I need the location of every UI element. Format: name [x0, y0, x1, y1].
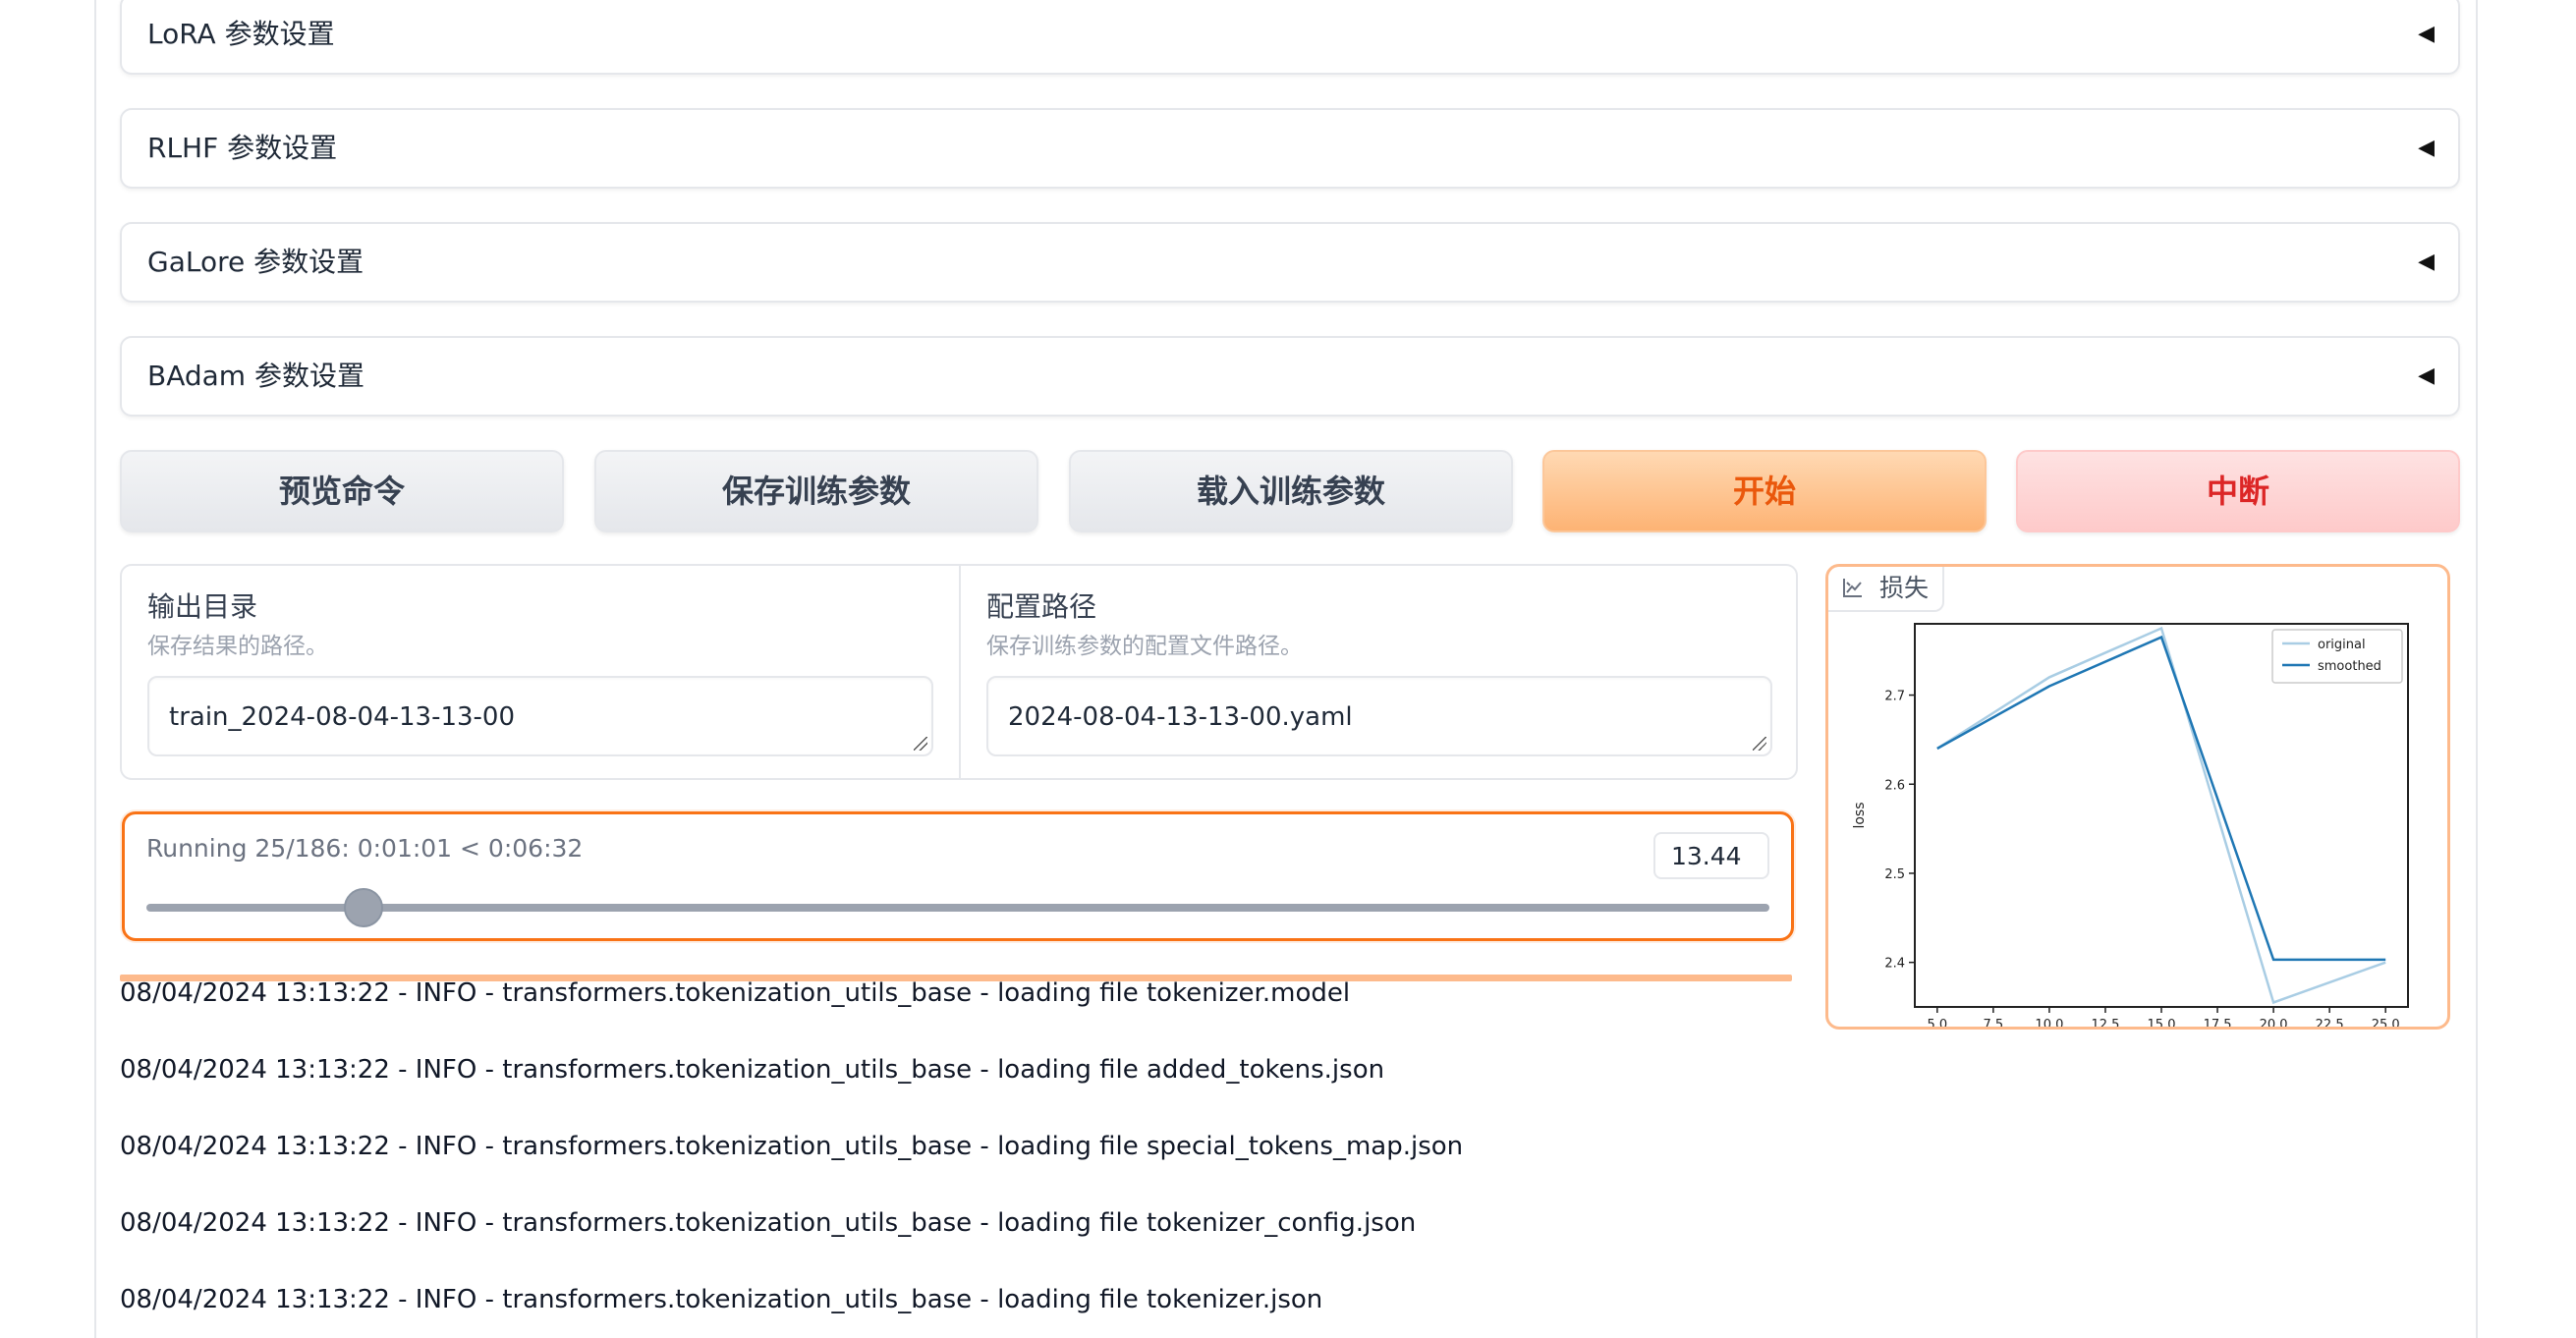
x-tick-label: 15.0: [2148, 1018, 2176, 1027]
legend-label-original: original: [2318, 638, 2366, 652]
resize-grip-icon[interactable]: [1753, 737, 1766, 751]
progress-slider-box: Running 25/186: 0:01:01 < 0:06:32 13.44: [122, 811, 1794, 941]
log-line: 08/04/2024 13:13:22 - INFO - transformer…: [120, 1208, 1417, 1238]
config-path-input[interactable]: 2024-08-04-13-13-00.yaml: [986, 676, 1772, 756]
collapse-arrow-icon: ◀: [2418, 22, 2435, 46]
output-dir-info: 保存结果的路径。: [147, 634, 328, 659]
progress-slider-thumb[interactable]: [344, 888, 384, 927]
log-line: 08/04/2024 13:13:22 - INFO - transformer…: [120, 1055, 1385, 1085]
plot-axes-frame: [1914, 623, 2409, 1008]
save-args-button[interactable]: 保存训练参数: [594, 450, 1038, 532]
accordion-lora-label: LoRA 参数设置: [147, 18, 335, 50]
log-line: 08/04/2024 13:13:22 - INFO - transformer…: [120, 1132, 1464, 1161]
stop-button[interactable]: 中断: [2016, 450, 2460, 532]
plot-tab-label: 损失: [1879, 574, 1930, 602]
collapse-arrow-icon: ◀: [2418, 136, 2435, 160]
output-dir-input[interactable]: train_2024-08-04-13-13-00: [147, 676, 933, 756]
output-dir-value: train_2024-08-04-13-13-00: [169, 702, 516, 732]
x-tick-label: 20.0: [2260, 1018, 2288, 1027]
accordion-badam[interactable]: BAdam 参数设置 ◀: [120, 336, 2460, 417]
preview-command-button[interactable]: 预览命令: [120, 450, 564, 532]
x-tick-label: 7.5: [1984, 1018, 2004, 1027]
accordion-rlhf-label: RLHF 参数设置: [147, 132, 338, 164]
paths-panel: 输出目录 保存结果的路径。 train_2024-08-04-13-13-00 …: [120, 564, 1798, 780]
progress-label: Running 25/186: 0:01:01 < 0:06:32: [146, 834, 584, 863]
accordion-badam-label: BAdam 参数设置: [147, 360, 364, 392]
legend-label-smoothed: smoothed: [2318, 659, 2381, 674]
accordion-rlhf[interactable]: RLHF 参数设置 ◀: [120, 108, 2460, 189]
panel-divider: [959, 566, 961, 778]
x-tick-label: 10.0: [2035, 1018, 2063, 1027]
resize-grip-icon[interactable]: [914, 737, 927, 751]
accordion-galore-label: GaLore 参数设置: [147, 246, 364, 278]
log-line: 08/04/2024 13:13:22 - INFO - transformer…: [120, 1285, 1323, 1314]
left-frame-border: [94, 0, 96, 1338]
x-tick-label: 22.5: [2316, 1018, 2344, 1027]
config-path-field: 配置路径 保存训练参数的配置文件路径。 2024-08-04-13-13-00.…: [961, 566, 1798, 778]
collapse-arrow-icon: ◀: [2418, 363, 2435, 388]
output-dir-field: 输出目录 保存结果的路径。 train_2024-08-04-13-13-00: [122, 566, 959, 778]
loss-chart: 5.0 7.5 10.0 12.5 15.0 17.5 20.0 22.5 25.0 2.4 2.5…: [1852, 623, 2409, 1027]
log-progress-bar: [120, 975, 1792, 981]
x-tick-label: 12.5: [2091, 1018, 2119, 1027]
loss-plot-box: 5.0 7.5 10.0 12.5 15.0 17.5 20.0 22.5 25.0 2.4 2.5…: [1825, 564, 2450, 1030]
y-tick-label: 2.4: [1884, 957, 1905, 972]
start-button[interactable]: 开始: [1542, 450, 1987, 532]
chart-icon: [1843, 579, 1862, 597]
load-args-button[interactable]: 载入训练参数: [1069, 450, 1513, 532]
x-tick-label: 5.0: [1927, 1018, 1947, 1027]
config-path-label: 配置路径: [986, 590, 1097, 623]
right-frame-border: [2476, 0, 2478, 1338]
accordion-lora[interactable]: LoRA 参数设置 ◀: [120, 0, 2460, 75]
y-tick-label: 2.5: [1884, 867, 1905, 882]
y-tick-label: 2.6: [1884, 778, 1905, 793]
series-line-smoothed: [1936, 635, 2386, 962]
output-dir-label: 输出目录: [147, 590, 258, 623]
x-tick-label: 25.0: [2372, 1018, 2400, 1027]
series-line-original: [1936, 626, 2386, 1005]
y-axis-label: loss: [1852, 802, 1868, 828]
config-path-value: 2024-08-04-13-13-00.yaml: [1008, 702, 1353, 732]
accordion-galore[interactable]: GaLore 参数设置 ◀: [120, 222, 2460, 303]
collapse-arrow-icon: ◀: [2418, 250, 2435, 274]
progress-number-input[interactable]: 13.44: [1653, 832, 1769, 879]
progress-number-value: 13.44: [1671, 842, 1742, 870]
log-line: 08/04/2024 13:13:22 - INFO - transformer…: [120, 978, 1351, 1008]
progress-slider-track[interactable]: [146, 904, 1769, 912]
config-path-info: 保存训练参数的配置文件路径。: [986, 634, 1303, 659]
plot-tab[interactable]: 损失: [1828, 567, 1944, 612]
y-tick-label: 2.7: [1884, 690, 1905, 704]
x-tick-label: 17.5: [2204, 1018, 2232, 1027]
